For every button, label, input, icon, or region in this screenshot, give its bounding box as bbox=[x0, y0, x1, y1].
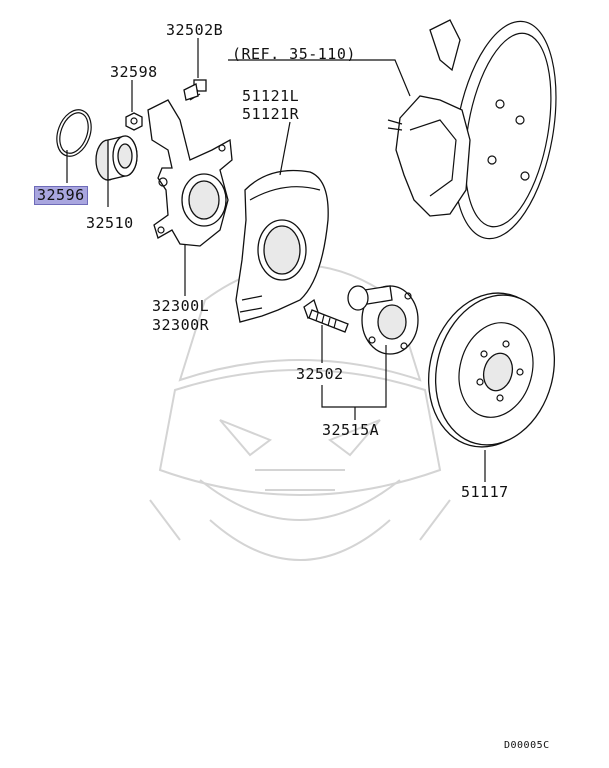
part-label-32515a[interactable]: 32515A bbox=[322, 421, 380, 439]
drawing-code: D00005C bbox=[504, 740, 550, 751]
wheel-bearing-part bbox=[95, 135, 138, 181]
knuckle-part bbox=[147, 99, 233, 247]
part-label-32510[interactable]: 32510 bbox=[86, 214, 134, 232]
snap-ring-part bbox=[56, 109, 92, 157]
nut-part bbox=[125, 112, 143, 131]
hub-bolt-part bbox=[303, 298, 349, 333]
part-label-32502[interactable]: 32502 bbox=[296, 365, 344, 383]
bolt-small-part bbox=[183, 79, 207, 101]
part-label-32596-highlighted[interactable]: 32596 bbox=[34, 186, 88, 205]
samurai-mask-watermark bbox=[149, 264, 451, 561]
part-label-32300r[interactable]: 32300R bbox=[152, 316, 210, 334]
reference-label: (REF. 35-110) bbox=[232, 45, 356, 63]
brake-caliper-reference bbox=[387, 19, 557, 240]
brake-disc-part bbox=[427, 292, 556, 448]
part-label-32300l[interactable]: 32300L bbox=[152, 297, 210, 315]
part-label-51117[interactable]: 51117 bbox=[461, 483, 509, 501]
dust-shield-part bbox=[235, 169, 329, 323]
part-label-51121l[interactable]: 51121L bbox=[242, 87, 300, 105]
part-label-32502b[interactable]: 32502B bbox=[166, 21, 224, 39]
part-label-32598[interactable]: 32598 bbox=[110, 63, 158, 81]
part-label-51121r[interactable]: 51121R bbox=[242, 105, 300, 123]
wheel-hub-part bbox=[347, 285, 419, 355]
leader-lines bbox=[66, 38, 486, 482]
